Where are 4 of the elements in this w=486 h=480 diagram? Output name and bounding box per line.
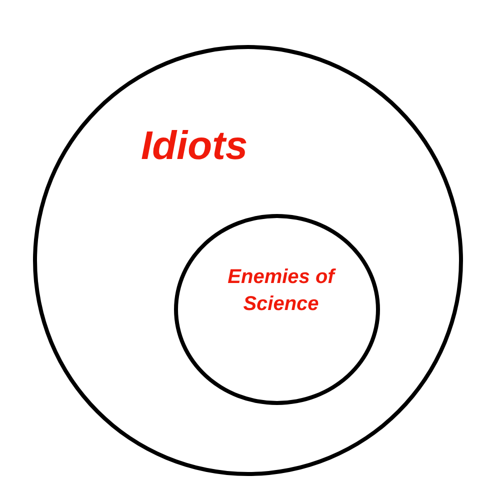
set-label: Idiots [141, 123, 249, 170]
set-label: Enemies of Science [226, 265, 337, 317]
outer-circle [33, 45, 463, 476]
inner-circle [174, 214, 380, 405]
